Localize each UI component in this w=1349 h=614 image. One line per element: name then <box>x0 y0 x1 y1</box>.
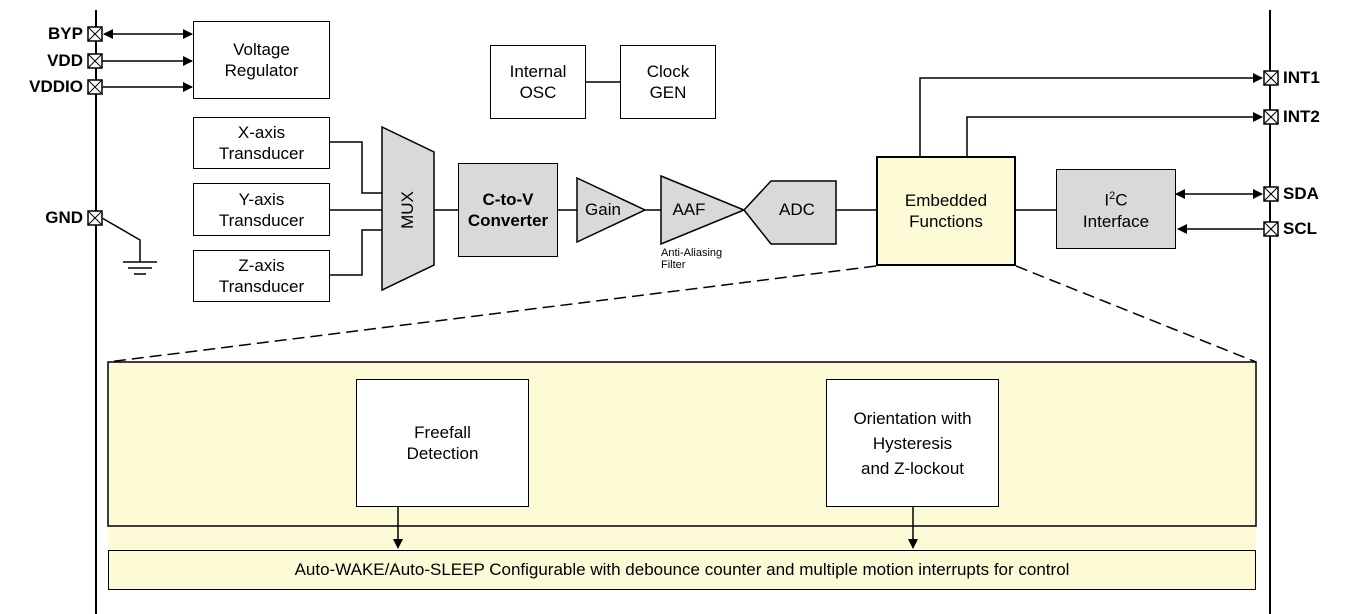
z-axis-transducer-block: Z-axis Transducer <box>193 250 330 302</box>
clock-gen-line1: Clock <box>646 62 690 81</box>
pin-vddio-label: VDDIO <box>29 77 83 96</box>
freefall-line2: Detection <box>406 444 479 463</box>
expansion-right-dash <box>1015 265 1257 363</box>
clock-gen-line2: GEN <box>649 83 687 102</box>
c-to-v-converter-block: C-to-V Converter <box>458 163 558 257</box>
voltage-regulator-line2: Regulator <box>224 61 299 80</box>
pin-byp-label: BYP <box>48 24 83 43</box>
c-to-v-line1: C-to-V <box>482 190 534 209</box>
int1-wire <box>919 73 1263 156</box>
x-to-mux-wire <box>330 141 382 194</box>
pad-gnd <box>87 210 103 226</box>
adc-label: ADC <box>779 200 815 219</box>
gain-shape <box>576 176 647 244</box>
voltage-regulator-line1: Voltage <box>233 40 290 59</box>
gain-label: Gain <box>585 200 621 219</box>
freefall-detection-block: Freefall Detection <box>356 379 529 507</box>
pin-vdd-label: VDD <box>47 51 83 70</box>
internal-osc-block: Internal OSC <box>490 45 586 119</box>
pad-int2 <box>1263 109 1279 125</box>
i2c-sup: 2 <box>1109 190 1116 203</box>
orientation-block: Orientation with Hysteresis and Z-lockou… <box>826 379 999 507</box>
pad-scl <box>1263 221 1279 237</box>
orientation-line3: and Z-lockout <box>861 458 964 478</box>
x-transducer-line1: X-axis <box>237 123 286 142</box>
pin-sda-label: SDA <box>1283 184 1319 203</box>
pin-scl-label: SCL <box>1283 219 1317 238</box>
embedded-line1: Embedded <box>904 191 988 210</box>
clock-gen-block: Clock GEN <box>620 45 716 119</box>
aaf-note-line2: Filter <box>661 259 686 271</box>
aaf-note-line1: Anti-Aliasing <box>661 247 723 259</box>
int2-wire <box>966 112 1263 156</box>
i2c-interface-block: I2C Interface <box>1056 169 1176 249</box>
internal-osc-line2: OSC <box>519 83 557 102</box>
adc-shape <box>743 180 837 245</box>
aaf-label: AAF <box>672 200 706 219</box>
i2c-line1: I2C <box>1104 186 1127 211</box>
c-to-v-line2: Converter <box>467 211 549 230</box>
freefall-line1: Freefall <box>414 423 471 442</box>
pin-gnd-label: GND <box>45 208 83 227</box>
i2c-prefix: I <box>1104 190 1110 210</box>
x-transducer-line2: Transducer <box>218 144 305 163</box>
pad-sda <box>1263 186 1279 202</box>
voltage-regulator-block: Voltage Regulator <box>193 21 330 99</box>
aaf-shape <box>660 174 746 246</box>
orientation-line2: Hysteresis <box>872 433 953 453</box>
mux-shape <box>381 125 435 292</box>
mux-label: MUX <box>398 191 417 229</box>
auto-wake-sleep-bar: Auto-WAKE/Auto-SLEEP Configurable with d… <box>108 550 1256 590</box>
ground-symbol <box>101 217 157 275</box>
embedded-line2: Functions <box>909 212 983 231</box>
x-axis-transducer-block: X-axis Transducer <box>193 117 330 169</box>
pin-int1-label: INT1 <box>1283 68 1320 87</box>
z-transducer-line1: Z-axis <box>238 256 285 275</box>
y-axis-transducer-block: Y-axis Transducer <box>193 183 330 236</box>
internal-osc-line1: Internal <box>509 62 567 81</box>
pad-byp <box>87 26 103 42</box>
pad-vdd <box>87 53 103 69</box>
expansion-left-dash <box>107 265 877 363</box>
i2c-line2: Interface <box>1082 211 1150 231</box>
z-to-mux-wire <box>330 229 382 276</box>
pad-vddio <box>87 79 103 95</box>
pad-int1 <box>1263 70 1279 86</box>
panel-gap <box>108 527 1256 549</box>
auto-wake-sleep-text: Auto-WAKE/Auto-SLEEP Configurable with d… <box>294 560 1070 579</box>
pin-int2-label: INT2 <box>1283 107 1320 126</box>
y-transducer-line2: Transducer <box>218 210 305 230</box>
i2c-suffix: C <box>1115 190 1128 210</box>
z-transducer-line2: Transducer <box>218 277 305 296</box>
y-transducer-line1: Y-axis <box>238 189 285 209</box>
embedded-functions-block: Embedded Functions <box>876 156 1016 266</box>
orientation-line1: Orientation with <box>853 408 972 428</box>
embedded-detail-panel <box>107 361 1257 527</box>
